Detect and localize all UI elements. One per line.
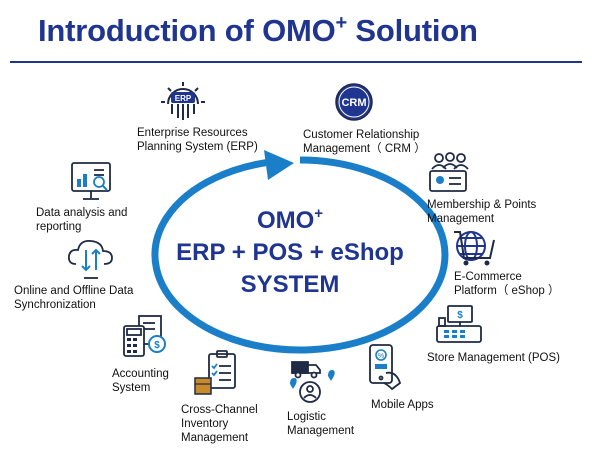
title-divider xyxy=(10,61,582,63)
svg-text:%: % xyxy=(378,353,384,360)
delivery-truck-icon xyxy=(290,361,335,403)
center-line-system: SYSTEM xyxy=(240,271,340,298)
svg-text:ERP: ERP xyxy=(175,94,192,103)
center-line-omo: OMO+ xyxy=(256,205,324,234)
calculator-icon: $ xyxy=(123,315,166,357)
page-title: Introduction of OMO+ Solution xyxy=(38,12,478,48)
globe-cart-icon xyxy=(454,231,495,266)
center-line-modules: ERP + POS + eShop xyxy=(176,239,404,266)
mobile-phone-icon: % xyxy=(369,344,402,391)
svg-text:CRM: CRM xyxy=(341,97,366,109)
svg-text:$: $ xyxy=(154,340,160,351)
cycle-arrowhead xyxy=(264,150,294,180)
membership-group-icon xyxy=(429,152,469,192)
analytics-monitor-icon xyxy=(71,162,111,200)
cycle-arc xyxy=(151,156,449,354)
clipboard-boxes-icon xyxy=(194,350,236,395)
label-mobile: Mobile Apps xyxy=(371,399,434,411)
svg-text:$: $ xyxy=(457,310,463,321)
label-store: Store Management (POS) xyxy=(427,352,560,364)
erp-gear-icon: ERP xyxy=(161,82,205,120)
center-system-label: OMO+ ERP + POS + eShop SYSTEM xyxy=(150,198,430,301)
pos-register-icon: $ xyxy=(436,305,482,343)
cloud-sync-icon xyxy=(67,240,113,279)
crm-badge-icon: CRM xyxy=(335,83,373,121)
